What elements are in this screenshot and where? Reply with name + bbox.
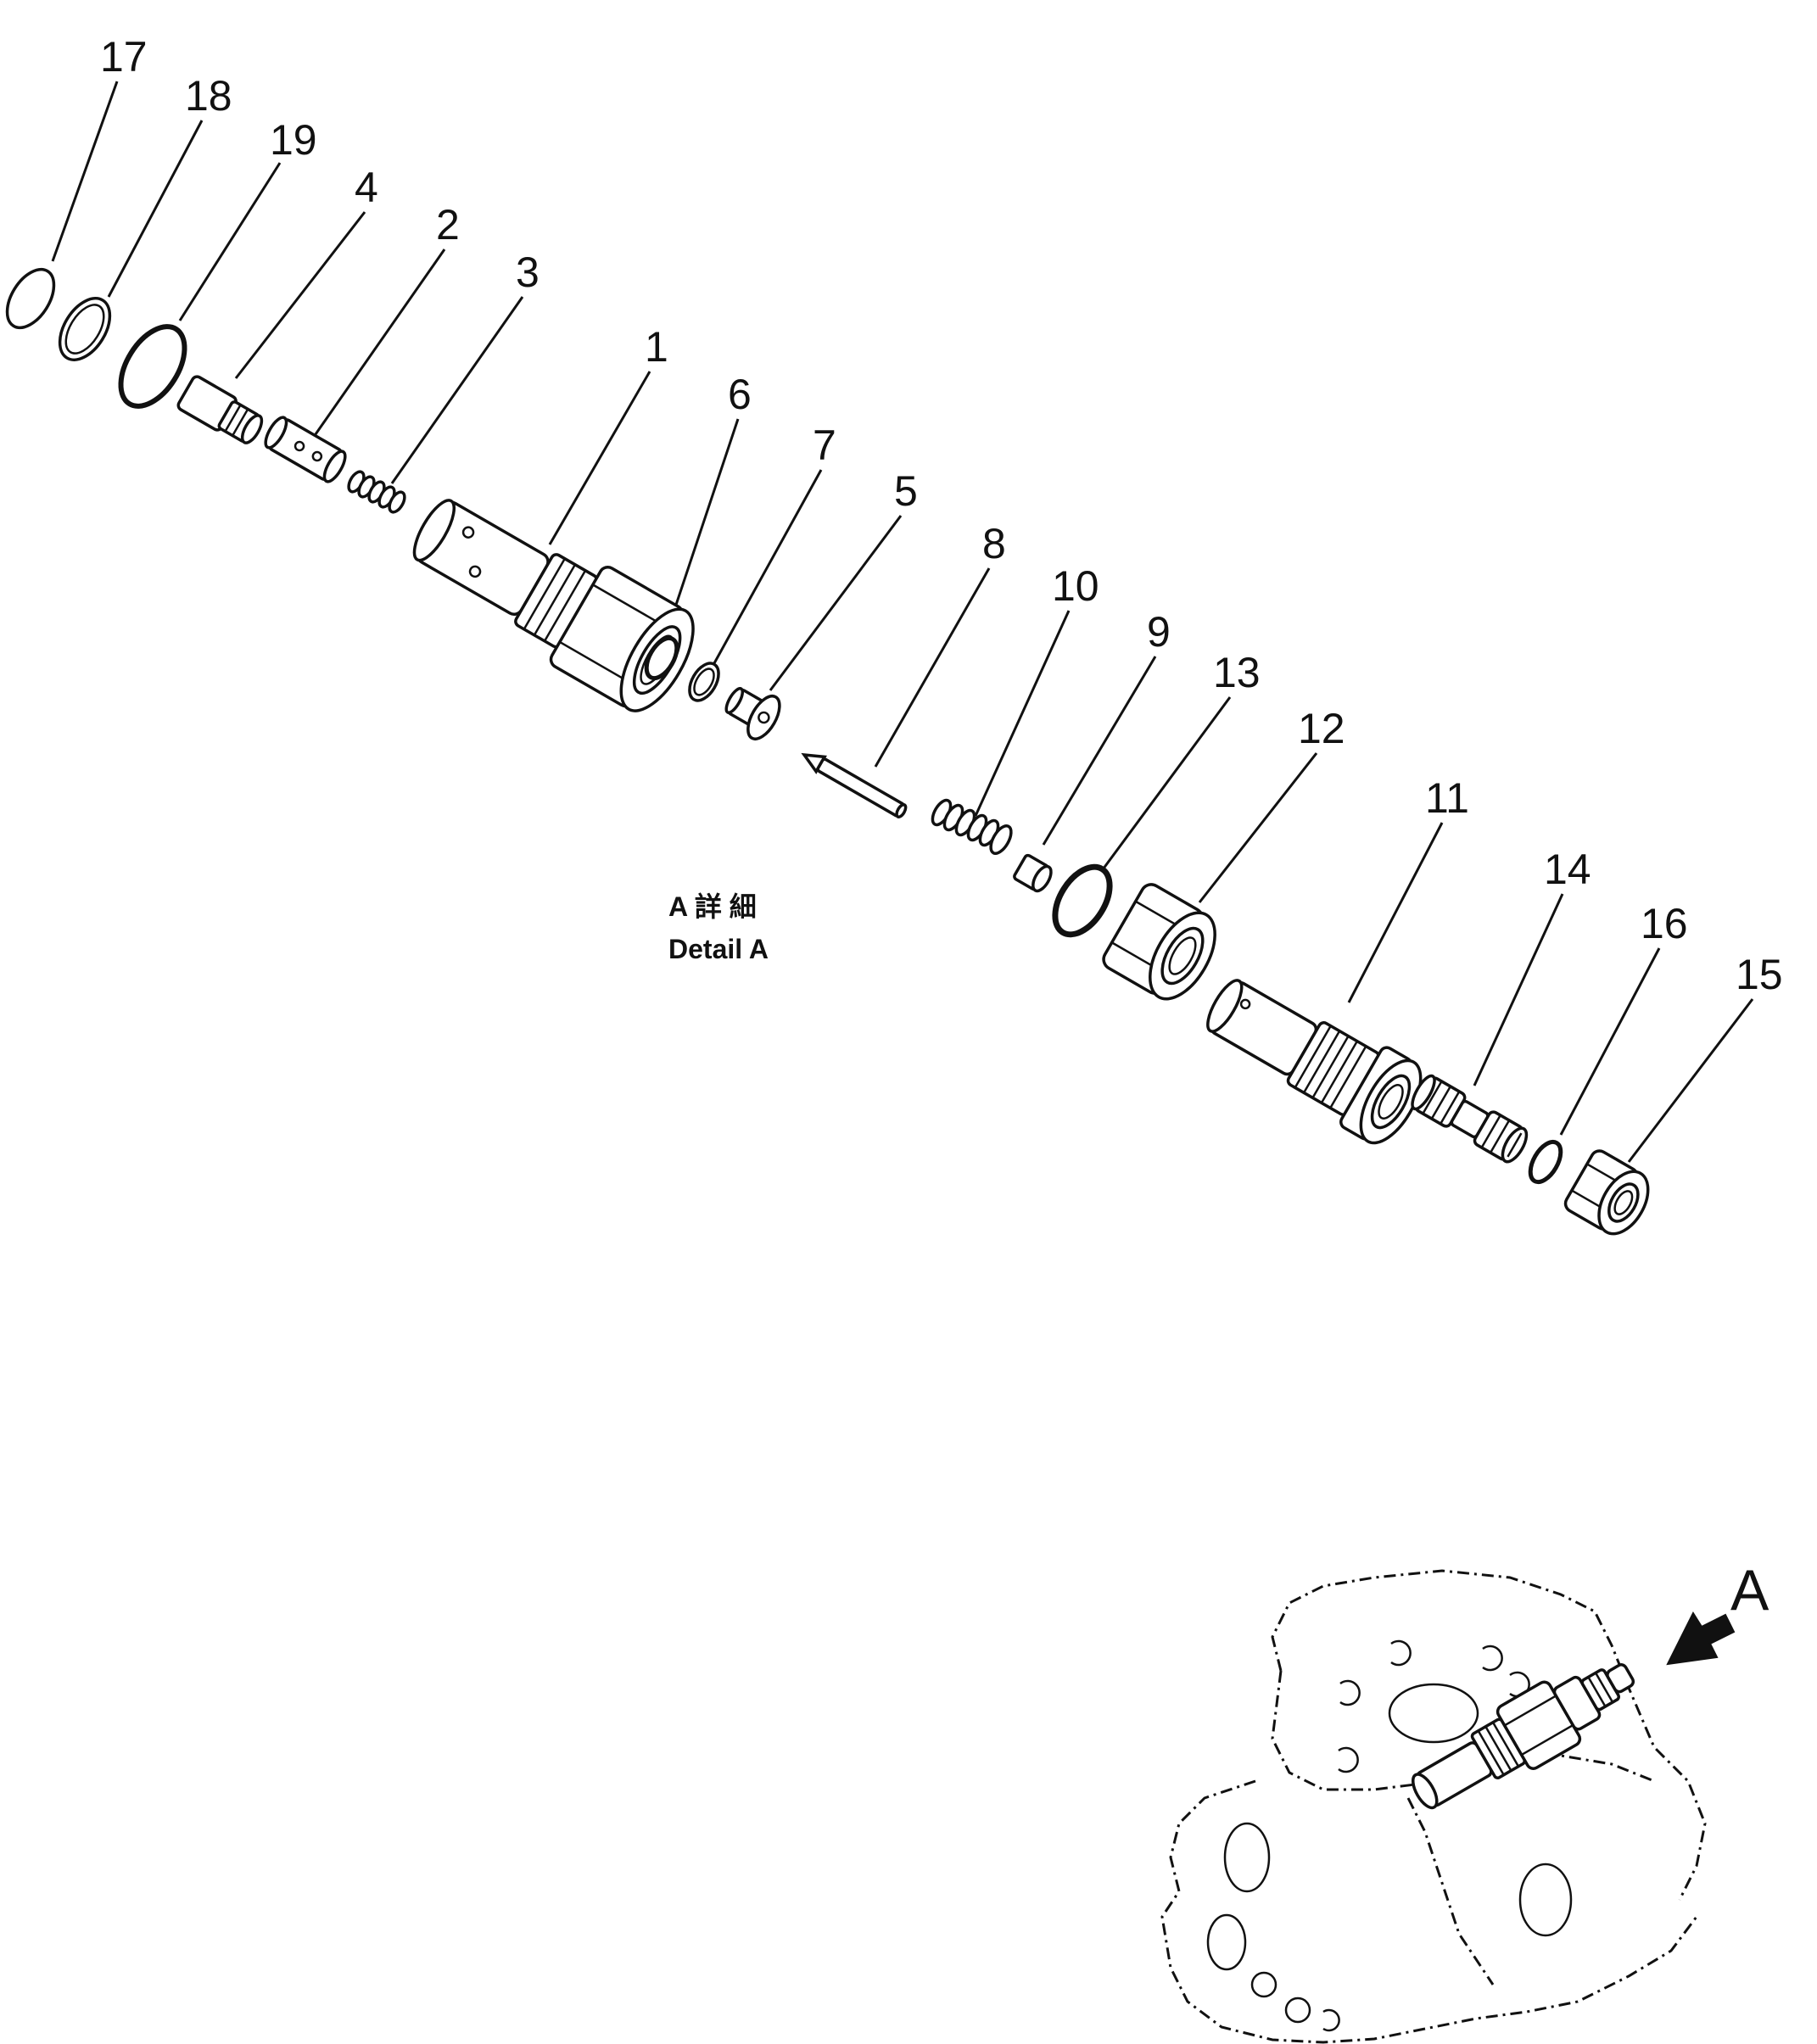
detail-label-jp: A 詳 細 <box>668 891 757 922</box>
poppet-2 <box>264 416 347 483</box>
port-c-5 <box>1338 1746 1359 1773</box>
leader-3 <box>390 296 524 484</box>
callout-8: 8 <box>982 520 1006 567</box>
adjust-screw-14 <box>1411 1074 1529 1164</box>
leader-14 <box>1473 893 1564 1086</box>
leader-9 <box>1042 656 1157 846</box>
block-upper-lower-edge <box>1271 1670 1655 1791</box>
leader-10 <box>974 610 1071 817</box>
callout-13: 13 <box>1213 649 1261 696</box>
callout-10: 10 <box>1052 562 1099 610</box>
lock-nut-12 <box>1102 883 1216 1001</box>
leader-1 <box>548 371 651 545</box>
callout-5: 5 <box>894 467 918 515</box>
callout-11: 11 <box>1425 774 1469 822</box>
callout-1: 1 <box>645 323 668 371</box>
leader-16 <box>1559 947 1661 1136</box>
detail-label-en: Detail A <box>668 934 769 964</box>
callout-15: 15 <box>1736 951 1783 998</box>
leader-2 <box>314 249 446 435</box>
leader-4 <box>234 211 366 379</box>
callout-4: 4 <box>355 164 378 211</box>
o-ring-16 <box>1528 1139 1563 1185</box>
port-left-2 <box>1206 1913 1247 1971</box>
callout-14: 14 <box>1544 846 1591 893</box>
leader-8 <box>874 567 991 768</box>
parts-group <box>5 267 1650 1236</box>
port-small-3 <box>1322 2008 1340 2032</box>
callout-6: 6 <box>728 371 752 418</box>
callout-12: 12 <box>1298 705 1345 752</box>
port-c-1 <box>1339 1679 1361 1706</box>
leader-15 <box>1627 998 1754 1163</box>
block-upper-outline <box>1271 1569 1707 1901</box>
port-c-2 <box>1390 1639 1412 1667</box>
adjust-housing-11 <box>1206 979 1423 1145</box>
o-ring-17 <box>5 267 56 330</box>
leader-7 <box>713 469 823 664</box>
plug-4 <box>176 375 264 444</box>
valve-block-overview: A <box>1160 1558 1769 2044</box>
callout-17: 17 <box>100 33 148 81</box>
installed-relief-valve <box>1412 1663 1635 1810</box>
callout-18: 18 <box>185 72 232 120</box>
callout-9: 9 <box>1147 608 1171 656</box>
seat-5 <box>724 687 781 740</box>
backup-ring-7 <box>688 662 720 702</box>
port-c-3 <box>1482 1645 1503 1672</box>
view-letter-a: A <box>1730 1558 1769 1622</box>
callout-3: 3 <box>516 249 540 296</box>
view-arrow-icon <box>1666 1611 1736 1666</box>
block-center-line <box>1406 1797 1495 1985</box>
leader-6 <box>667 418 740 628</box>
callout-2: 2 <box>436 201 460 249</box>
spring-seat-9 <box>1013 853 1053 893</box>
o-ring-13 <box>1052 863 1113 938</box>
pin-8 <box>801 752 908 818</box>
leader-18 <box>107 120 204 298</box>
callout-7: 7 <box>813 422 836 469</box>
callout-16: 16 <box>1641 900 1688 947</box>
spring-3 <box>347 470 406 514</box>
o-ring-19 <box>118 324 187 409</box>
leader-19 <box>178 162 282 321</box>
leader-5 <box>769 515 903 691</box>
leader-11 <box>1347 822 1444 1003</box>
spring-10 <box>931 798 1013 855</box>
cap-nut-15 <box>1563 1149 1650 1236</box>
port-small-1 <box>1250 1971 1277 1998</box>
leader-17 <box>51 81 119 262</box>
port-left-1 <box>1223 1822 1271 1893</box>
valve-body-1 <box>412 499 695 712</box>
backup-ring-18 <box>58 297 112 361</box>
block-lower-outline <box>1160 1779 1698 2044</box>
port-center <box>1388 1683 1479 1744</box>
leader-13 <box>1094 696 1232 880</box>
port-small-2 <box>1284 1997 1311 2024</box>
port-right <box>1518 1862 1573 1937</box>
callout-group: 17 18 19 4 2 3 1 6 7 5 8 10 9 13 12 11 1 <box>51 33 1783 1163</box>
callout-19: 19 <box>270 116 317 164</box>
leader-12 <box>1198 752 1318 903</box>
o-ring-6 <box>644 635 679 681</box>
